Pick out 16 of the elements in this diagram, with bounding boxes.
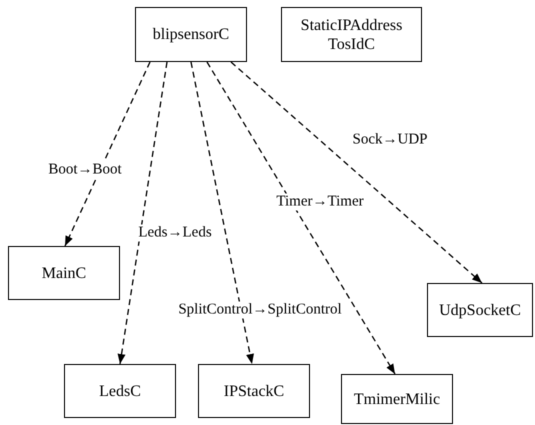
dashed-arrow (118, 62, 168, 364)
component-box: blipsensorC (135, 7, 247, 62)
edge-label: Leds→Leds (137, 224, 213, 242)
dashed-arrow (64, 62, 151, 246)
dashed-arrow (206, 62, 396, 374)
dashed-arrow (190, 62, 254, 364)
dashed-arrow (230, 62, 482, 284)
component-box: UdpSocketC (427, 283, 533, 337)
component-box: MainC (8, 246, 120, 300)
edge-label: SplitControl→SplitControl (177, 302, 343, 318)
component-box: LedsC (64, 364, 176, 418)
edge-label: Boot→Boot (47, 162, 123, 178)
component-box: StaticIPAddress TosIdC (281, 7, 422, 62)
edge-label: Timer→Timer (275, 194, 365, 210)
component-box: TmimerMilic (341, 374, 453, 424)
component-box: IPStackC (198, 364, 310, 418)
